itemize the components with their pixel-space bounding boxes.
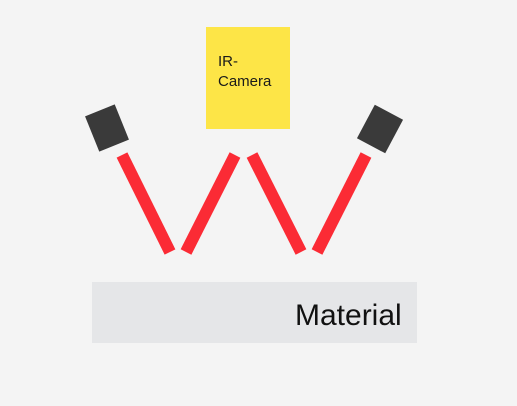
beam-left-reflected — [180, 152, 241, 255]
light-source-right-icon — [356, 104, 404, 154]
light-source-left-icon — [85, 104, 129, 152]
beam-right-incident — [311, 152, 372, 255]
beam-left-incident — [116, 152, 176, 255]
ir-camera-label-line2: Camera — [218, 73, 272, 90]
material-label: Material — [295, 299, 402, 332]
ir-camera-block: IR- Camera — [206, 27, 290, 129]
beam-right-reflected — [246, 152, 307, 255]
ir-camera-label-line1: IR- — [218, 53, 238, 70]
material-block — [92, 282, 417, 343]
